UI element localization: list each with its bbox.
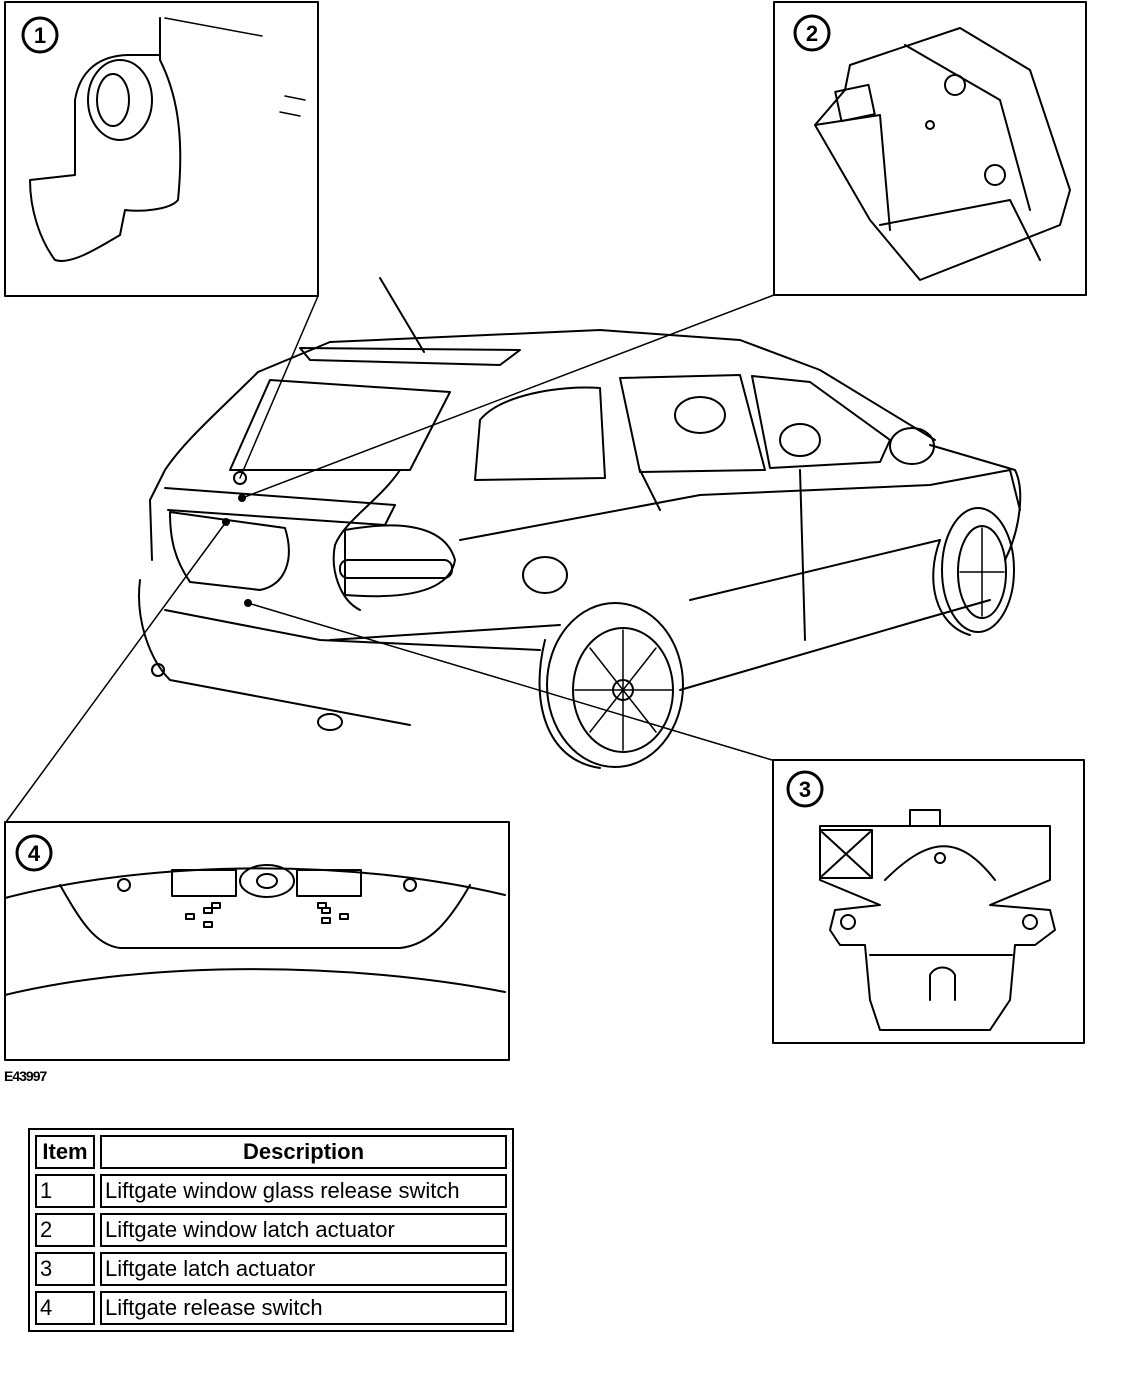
legend-header-row: Item Description (35, 1135, 507, 1169)
leader-lines (5, 294, 775, 823)
legend-item-description: Liftgate latch actuator (100, 1252, 507, 1286)
diagram-artwork: 1 2 3 (4, 1, 1087, 1061)
legend-header-item: Item (35, 1135, 95, 1169)
inset-2: 2 (773, 1, 1087, 296)
inset-4: 4 (4, 821, 510, 1061)
legend-table: Item Description 1 Liftgate window glass… (28, 1128, 514, 1332)
table-row: 2 Liftgate window latch actuator (35, 1213, 507, 1247)
callout-2-label: 2 (806, 21, 818, 46)
table-row: 4 Liftgate release switch (35, 1291, 507, 1325)
table-row: 1 Liftgate window glass release switch (35, 1174, 507, 1208)
vehicle-illustration (138, 277, 1022, 769)
legend-item-number: 4 (35, 1291, 95, 1325)
figure-id: E43997 (4, 1068, 47, 1084)
callout-4-label: 4 (28, 841, 41, 866)
callout-1-label: 1 (34, 23, 46, 48)
legend-item-description: Liftgate release switch (100, 1291, 507, 1325)
inset-1: 1 (4, 1, 319, 297)
legend-header-description: Description (100, 1135, 507, 1169)
callout-3-label: 3 (799, 777, 811, 802)
legend-item-number: 1 (35, 1174, 95, 1208)
table-row: 3 Liftgate latch actuator (35, 1252, 507, 1286)
legend-item-number: 2 (35, 1213, 95, 1247)
legend-item-number: 3 (35, 1252, 95, 1286)
legend-item-description: Liftgate window glass release switch (100, 1174, 507, 1208)
legend-item-description: Liftgate window latch actuator (100, 1213, 507, 1247)
inset-3: 3 (772, 759, 1085, 1044)
